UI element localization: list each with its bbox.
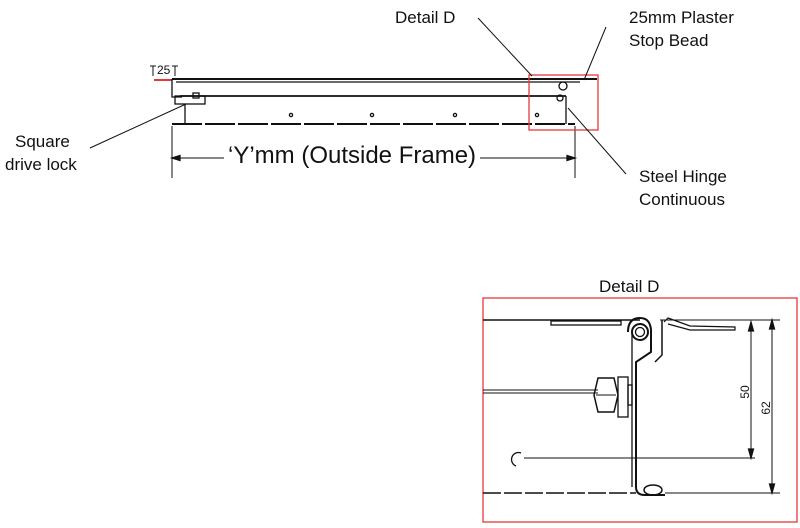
detail-d-view: 50 62 [482,297,798,523]
detail-d-marker [528,74,599,131]
dim-25: 25 [157,63,171,77]
panel-section-view: 25 [89,17,627,178]
outside-frame-dimension: ‘Y’mm (Outside Frame) [224,142,481,170]
steel-hinge-label-2: Continuous [639,190,726,209]
plaster-bead-label-2: Stop Bead [629,31,709,50]
square-drive-lock-label-2: drive lock [5,155,77,174]
square-drive-lock-label-1: Square [15,132,70,151]
detail-d-callout: Detail D [395,8,456,27]
fixing-holes [288,112,540,118]
plaster-bead-label-1: 25mm Plaster [629,8,734,27]
dim-62: 62 [759,401,773,415]
dim-50: 50 [738,385,752,399]
detail-d-title: Detail D [599,277,660,296]
steel-hinge-label-1: Steel Hinge [639,167,727,186]
